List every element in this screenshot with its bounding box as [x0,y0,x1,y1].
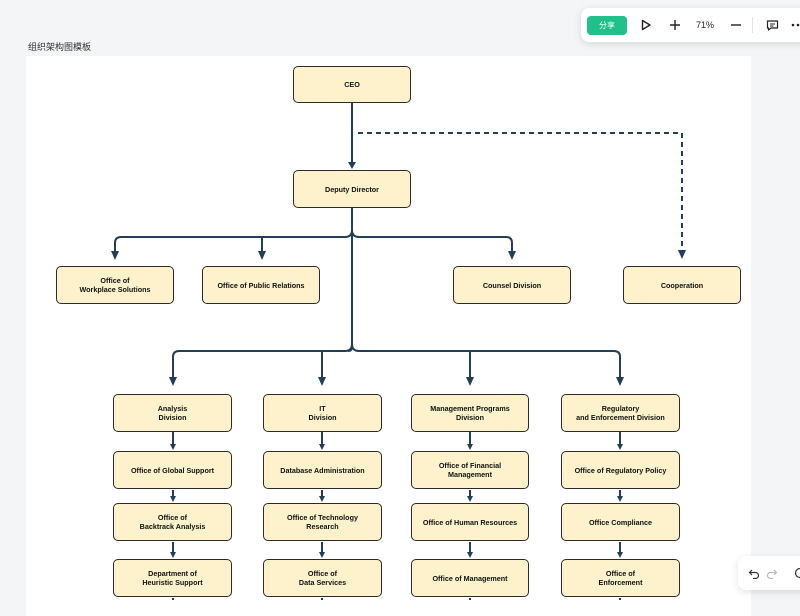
document-title: 组织架构图模板 [28,40,91,53]
node-public-relations[interactable]: Office of Public Relations [202,266,320,304]
node-ceo[interactable]: CEO [293,66,411,103]
node-technology-research[interactable]: Office of Technology Research [263,503,382,541]
node-financial-management[interactable]: Office of Financial Management [411,451,529,489]
node-cooperation[interactable]: Cooperation [623,266,741,304]
more-icon[interactable] [789,16,800,34]
node-office-of-management[interactable]: Office of Management [411,559,529,597]
node-heuristic-support[interactable]: Department of Heuristic Support [113,559,232,597]
node-regulatory-policy[interactable]: Office of Regulatory Policy [561,451,680,489]
history-toolbar [738,556,800,590]
node-management-division[interactable]: Management Programs Division [411,394,529,432]
zoom-out-icon[interactable] [727,16,745,34]
node-deputy-director[interactable]: Deputy Director [293,170,411,208]
node-office-compliance[interactable]: Office Compliance [561,503,680,541]
node-enforcement[interactable]: Office of Enforcement [561,559,680,597]
node-analysis-division[interactable]: Analysis Division [113,394,232,432]
node-workplace-solutions[interactable]: Office of Workplace Solutions [56,266,174,304]
history-icon[interactable] [792,565,800,581]
comment-icon[interactable] [763,16,781,34]
zoom-level[interactable]: 71% [696,20,714,30]
top-toolbar: 分享 71% [581,8,800,42]
node-database-administration[interactable]: Database Administration [263,451,382,489]
node-backtrack-analysis[interactable]: Office of Backtrack Analysis [113,503,232,541]
node-human-resources[interactable]: Office of Human Resources [411,503,529,541]
node-it-division[interactable]: IT Division [263,394,382,432]
node-counsel-division[interactable]: Counsel Division [453,266,571,304]
node-data-services[interactable]: Office of Data Services [263,559,382,597]
node-global-support[interactable]: Office of Global Support [113,451,232,489]
toolbar-divider [752,17,753,33]
undo-icon[interactable] [746,565,762,581]
node-regulatory-division[interactable]: Regulatory and Enforcement Division [561,394,680,432]
share-button[interactable]: 分享 [587,16,627,35]
play-icon[interactable] [637,16,655,34]
redo-icon[interactable] [764,565,780,581]
zoom-in-icon[interactable] [666,16,684,34]
